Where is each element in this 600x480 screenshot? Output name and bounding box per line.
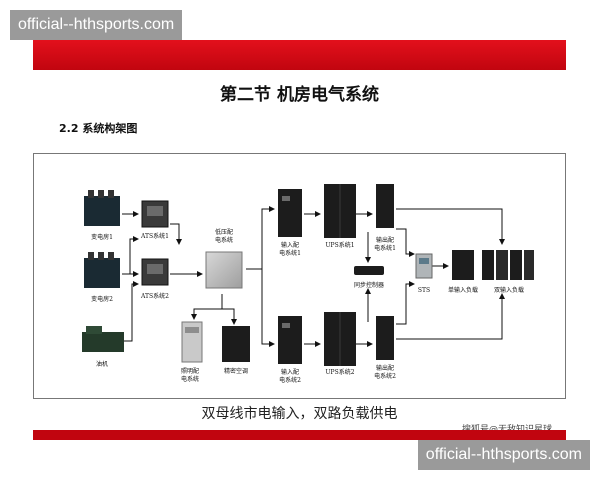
output-panel-2-icon xyxy=(376,316,394,360)
generator-icon xyxy=(82,332,124,352)
in2-label-2: 电系统2 xyxy=(279,376,301,384)
diagram-caption: 双母线市电输入，双路负载供电 xyxy=(201,406,398,422)
generator-label: 油机 xyxy=(96,360,108,368)
line-lv-in2 xyxy=(261,269,275,347)
output-panel-1-icon xyxy=(376,184,394,228)
sync-controller: 同步控制器 xyxy=(354,266,384,289)
transformer-2-icon xyxy=(84,258,120,288)
precision-ac-icon xyxy=(222,326,250,362)
out1-label-2: 电系统1 xyxy=(374,244,396,252)
transformer-1-label: 变电房1 xyxy=(91,233,113,241)
slide-title: 第二节 机房电气系统 xyxy=(220,85,379,105)
sts-label: STS xyxy=(418,287,430,294)
sts-icon xyxy=(415,253,433,279)
single-load-icon xyxy=(452,250,474,280)
lv-panel-icon xyxy=(205,251,243,289)
diagram-frame: 变电房1 变电房2 油机 ATS系统1 xyxy=(33,153,566,399)
out1-label-1: 输出配 xyxy=(376,236,394,244)
line-ats1-ats2 xyxy=(170,223,182,245)
dual-input-load: 双输入负载 xyxy=(482,250,534,294)
transformer-2: 变电房2 xyxy=(84,252,120,303)
sync-controller-icon xyxy=(354,266,384,275)
out2-label-2: 电系统2 xyxy=(374,372,396,380)
line-out2-sts xyxy=(396,281,415,325)
transformer-1-icon xyxy=(84,196,120,226)
ats-2-label: ATS系统2 xyxy=(140,292,169,300)
input-panel-2: 输入配 电系统2 xyxy=(278,316,302,384)
in1-label-1: 输入配 xyxy=(281,241,299,249)
sts: STS xyxy=(415,253,433,294)
ats-1-label: ATS系统1 xyxy=(140,232,169,240)
section-subtitle: 2.2 系统构架图 xyxy=(59,122,138,135)
output-panel-1: 输出配 电系统1 xyxy=(374,184,396,252)
output-panel-2: 输出配 电系统2 xyxy=(374,316,396,380)
line-out2-dual xyxy=(396,293,505,340)
transformer-2-label: 变电房2 xyxy=(91,295,113,303)
ups-2-label: UPS系统2 xyxy=(325,368,354,376)
bottom-red-band xyxy=(33,430,566,440)
single-input-load: 单输入负载 xyxy=(448,250,478,294)
dual-load-rack-1 xyxy=(482,250,494,280)
single-load-label: 单输入负载 xyxy=(448,286,478,294)
top-red-band xyxy=(33,40,566,70)
lighting-label-2: 电系统 xyxy=(181,375,199,383)
generator: 油机 xyxy=(82,326,124,368)
lv-panel-label-2: 电系统 xyxy=(215,236,233,244)
line-gen-ats2 xyxy=(124,281,139,342)
ats-1: ATS系统1 xyxy=(140,200,169,240)
transformer-1: 变电房1 xyxy=(84,190,120,241)
in2-label-1: 输入配 xyxy=(281,368,299,376)
ups-1: UPS系统1 xyxy=(324,184,356,249)
dual-load-label: 双输入负载 xyxy=(494,286,524,294)
line-out1-dual xyxy=(396,208,505,245)
in1-label-2: 电系统1 xyxy=(279,249,301,257)
watermark-top: official--hthsports.com xyxy=(10,10,183,40)
slide: 第二节 机房电气系统 2.2 系统构架图 xyxy=(33,40,566,440)
ats-2: ATS系统2 xyxy=(140,258,169,300)
watermark-bottom: official--hthsports.com xyxy=(417,440,590,470)
lighting-panel: 照明配 电系统 xyxy=(181,321,203,383)
line-out1-sts xyxy=(396,228,415,257)
out2-label-1: 输出配 xyxy=(376,364,394,372)
ups-2: UPS系统2 xyxy=(324,312,356,376)
precision-ac: 精密空调 xyxy=(222,326,250,375)
lv-panel-label-1: 低压配 xyxy=(215,228,233,236)
line-t2-ats1 xyxy=(122,236,139,275)
input-panel-1: 输入配 电系统1 xyxy=(278,189,302,257)
line-lv-ac xyxy=(222,308,237,325)
lighting-label-1: 照明配 xyxy=(181,368,199,375)
line-lv-in1 xyxy=(246,206,275,270)
ups-1-label: UPS系统1 xyxy=(325,241,354,249)
ac-label: 精密空调 xyxy=(224,367,248,375)
system-diagram: 变电房1 变电房2 油机 ATS系统1 xyxy=(82,184,534,384)
lv-panel: 低压配 电系统 xyxy=(205,228,243,289)
connectors xyxy=(122,206,505,347)
line-lv-lighting xyxy=(191,294,223,320)
sync-label: 同步控制器 xyxy=(354,281,384,289)
